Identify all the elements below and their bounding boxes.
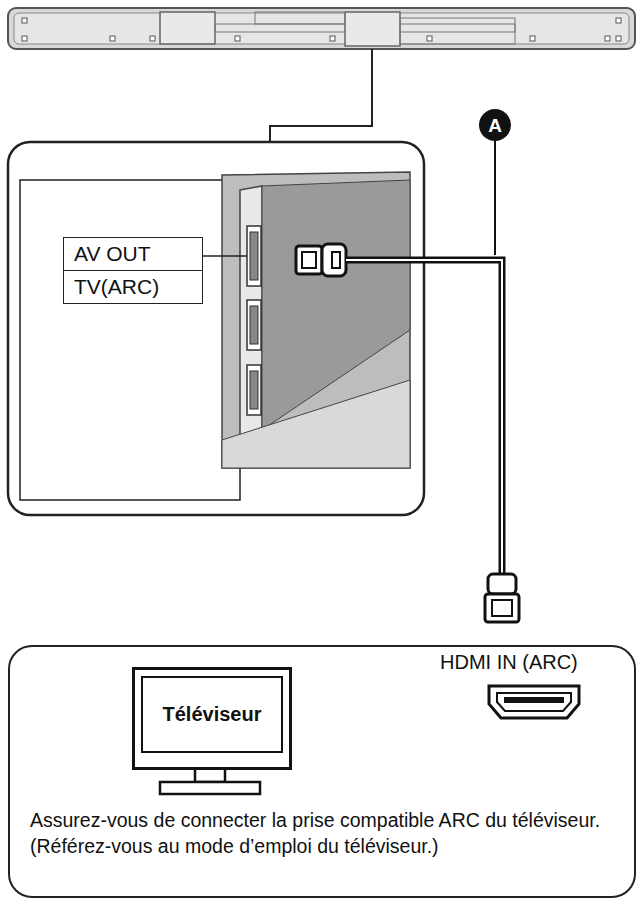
hdmi-cable	[346, 260, 502, 575]
note-text: Assurez-vous de connecter la prise compa…	[30, 807, 620, 833]
soundbar	[8, 8, 635, 49]
tv-screen: Téléviseur	[132, 667, 292, 770]
callout-number: A	[479, 109, 511, 141]
hdmi-plug	[485, 574, 519, 622]
tv-stand	[160, 768, 260, 794]
hdmi-port	[489, 686, 579, 718]
callout-leader	[494, 141, 496, 255]
tv-label: Téléviseur	[163, 703, 262, 726]
leader-line	[270, 49, 372, 142]
label-panel	[20, 180, 240, 500]
tv-display: Téléviseur	[141, 676, 283, 753]
port-label: AV OUT	[64, 238, 202, 271]
hdmi-plug	[296, 244, 346, 276]
hdmi-cable	[346, 260, 502, 575]
tv-panel: HDMI IN (ARC) Assurez-vous de connecter l…	[8, 645, 636, 898]
port-label: TV(ARC)	[64, 271, 202, 303]
inset-frame	[8, 142, 424, 515]
port-label: HDMI IN (ARC)	[440, 651, 578, 674]
callout-letter: A	[488, 116, 502, 135]
terminal-panel	[203, 172, 410, 468]
port-label-box: AV OUTTV(ARC)	[63, 237, 203, 304]
note-text: (Référez-vous au mode d’emploi du télévi…	[30, 833, 620, 859]
